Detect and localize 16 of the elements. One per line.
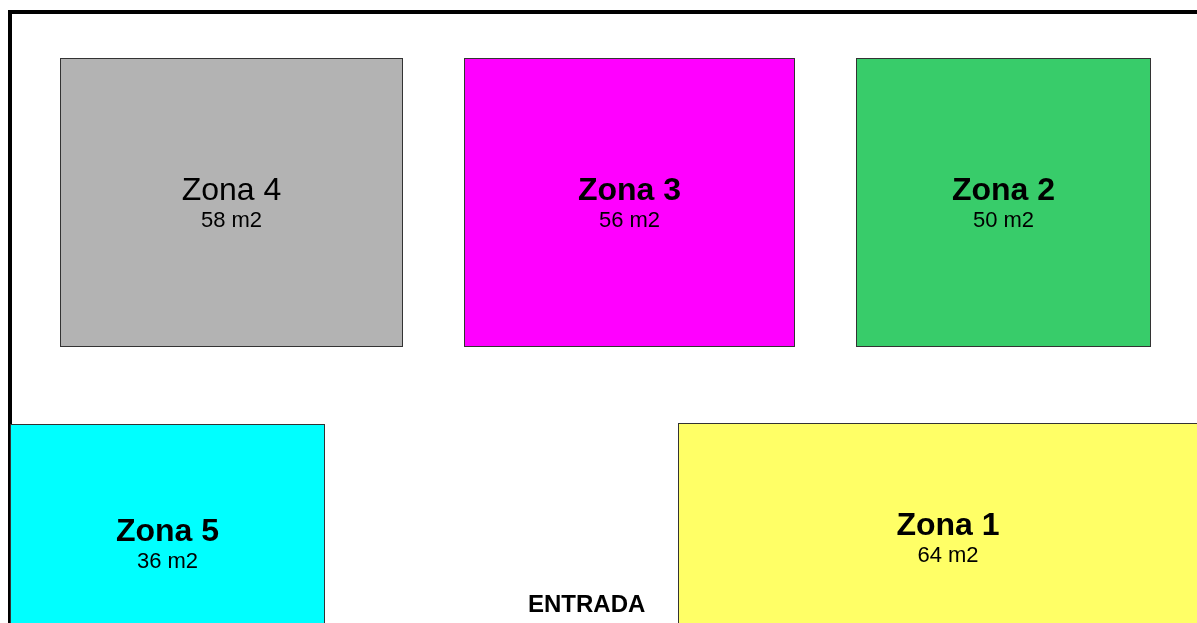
zone-area bbox=[678, 423, 1197, 623]
zone-name: Zona 5 bbox=[115, 513, 220, 549]
zone-area-size: 56 m2 bbox=[598, 206, 661, 234]
zone-area bbox=[464, 58, 795, 347]
entrance-label: ENTRADA bbox=[528, 590, 646, 618]
zone-name: Zona 4 bbox=[181, 171, 282, 207]
zone-area-size: 50 m2 bbox=[972, 206, 1035, 234]
zone-name: Zona 3 bbox=[577, 171, 682, 207]
zone-area-size: 36 m2 bbox=[136, 548, 199, 575]
zone-area bbox=[856, 58, 1151, 347]
zone-area bbox=[60, 58, 403, 347]
zone-name: Zona 1 bbox=[896, 507, 1000, 543]
zone-name: Zona 2 bbox=[951, 171, 1056, 207]
zone-area-size: 64 m2 bbox=[917, 542, 979, 569]
zone-area-size: 58 m2 bbox=[200, 206, 263, 234]
zone-area bbox=[10, 424, 325, 623]
